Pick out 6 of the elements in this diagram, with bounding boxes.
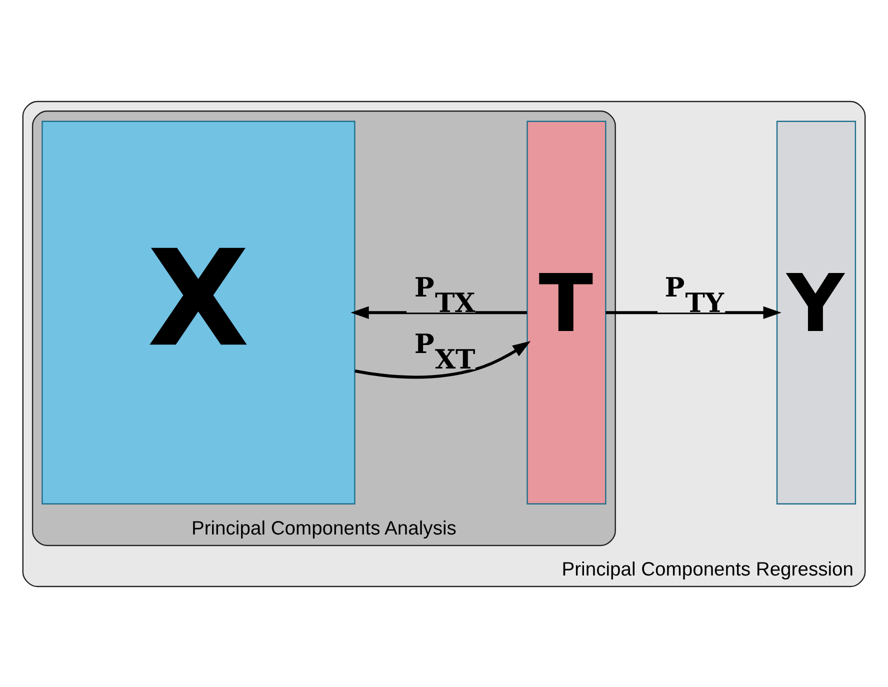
- arrow: [350, 306, 527, 318]
- arrow: [606, 306, 782, 318]
- node-box: T: [526, 120, 606, 504]
- node-box: X: [42, 120, 356, 504]
- arrow: [354, 340, 531, 378]
- node-box: Y: [776, 120, 856, 504]
